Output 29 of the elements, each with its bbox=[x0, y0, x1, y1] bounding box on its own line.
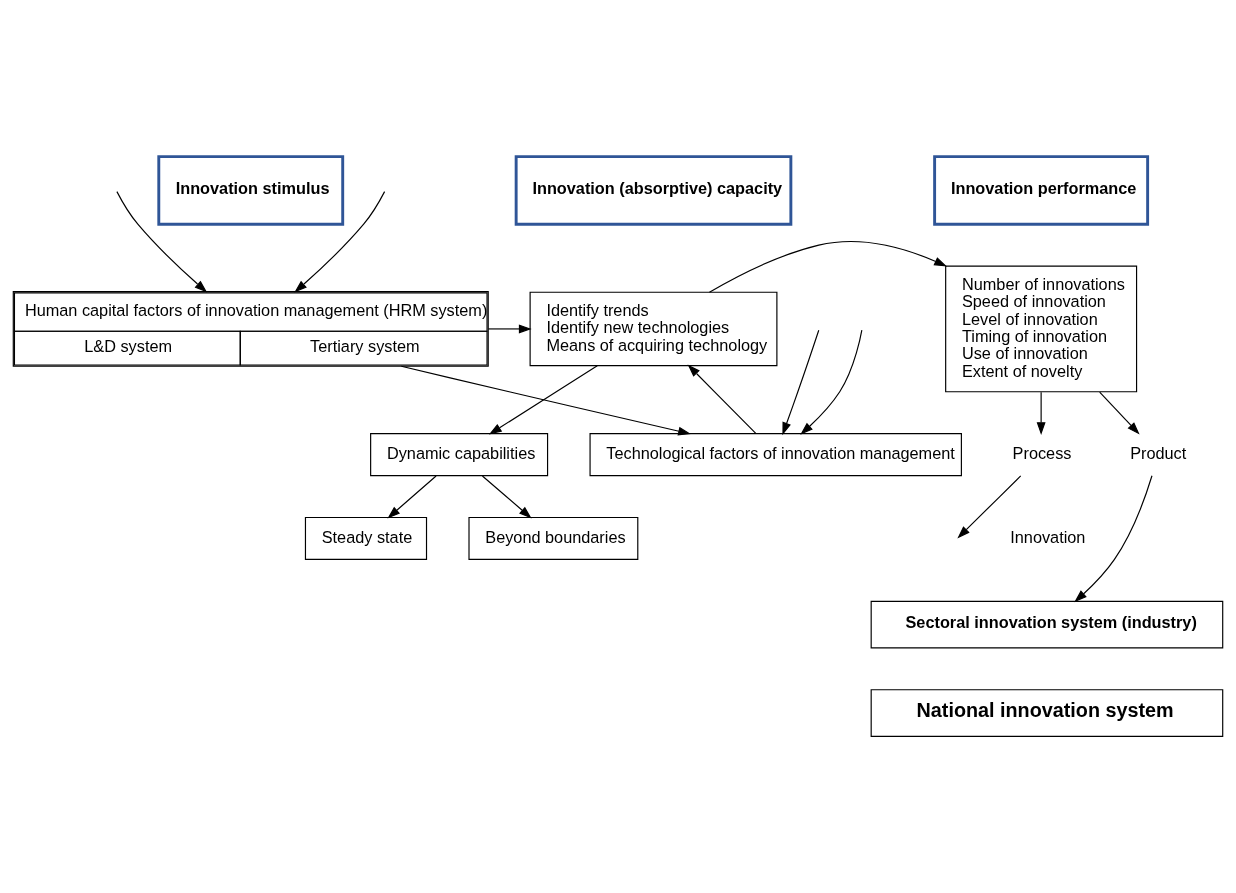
arrow bbox=[1036, 391, 1046, 435]
label: Innovation bbox=[1010, 527, 1086, 546]
arrow bbox=[782, 329, 820, 436]
arrow bbox=[387, 475, 437, 519]
node-box: Innovation performance bbox=[933, 155, 1150, 226]
node-text: Process bbox=[1012, 443, 1072, 462]
arrow bbox=[294, 191, 386, 293]
node-text: Product bbox=[1130, 443, 1187, 462]
node-box: Innovation (absorptive) capacity bbox=[514, 155, 793, 226]
arrow bbox=[1074, 475, 1153, 603]
arrow bbox=[487, 324, 532, 334]
arrow bbox=[1099, 391, 1140, 435]
arrow bbox=[400, 365, 691, 436]
node-box: Sectoral innovation system (industry) bbox=[870, 600, 1224, 649]
arrow bbox=[481, 475, 532, 519]
node-box: Steady state bbox=[304, 516, 428, 560]
arrow bbox=[687, 364, 757, 435]
arrow bbox=[488, 365, 598, 435]
arrow bbox=[708, 240, 947, 293]
node-box: Dynamic capabilities bbox=[370, 433, 549, 477]
node-box: Innovation stimulus bbox=[157, 155, 345, 226]
node-box: National innovation system bbox=[870, 689, 1224, 737]
node-box: Beyond boundaries bbox=[468, 516, 639, 560]
arrow bbox=[800, 329, 863, 435]
arrow bbox=[957, 475, 1022, 539]
node-box: Identify trends Identify new technologies Means of acquiring technology bbox=[529, 291, 778, 367]
arrow bbox=[116, 191, 208, 293]
node-box: Number of innovations Speed of innovation Level of innovation Timing of innovation Use of innovation Extent of novelty bbox=[945, 265, 1138, 393]
node-box: Technological factors of innovation management bbox=[589, 433, 962, 477]
